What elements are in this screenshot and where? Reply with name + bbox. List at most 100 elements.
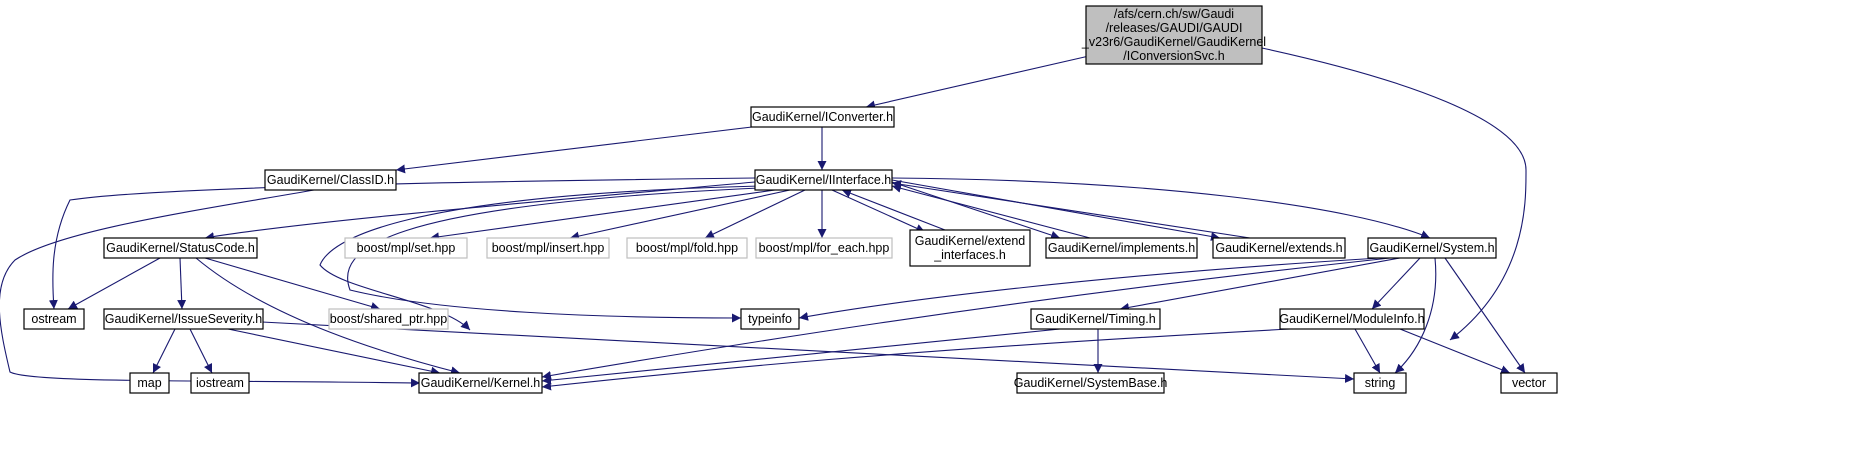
nodes-layer: /afs/cern.ch/sw/Gaudi/releases/GAUDI/GAU… bbox=[23, 5, 1558, 394]
node-label: GaudiKernel/IInterface.h bbox=[756, 173, 892, 187]
edge-iinterface-to-extends bbox=[891, 179, 1221, 241]
node-label: typeinfo bbox=[748, 312, 792, 326]
node-label: GaudiKernel/System.h bbox=[1369, 241, 1494, 255]
edge-extend_interfaces-to-iinterface bbox=[841, 189, 946, 231]
edge-statuscode-to-issueseverity bbox=[177, 257, 187, 310]
edge-system-to-timing bbox=[1119, 257, 1401, 312]
node-label: GaudiKernel/ModuleInfo.h bbox=[1279, 312, 1424, 326]
edge-system-to-moduleinfo bbox=[1371, 257, 1421, 310]
edges-layer bbox=[0, 47, 1527, 391]
edge-iinterface-to-extend_interfaces bbox=[831, 189, 926, 233]
node-box bbox=[755, 237, 893, 259]
edge-iinterface-to-mpl_set bbox=[429, 189, 776, 242]
node-box bbox=[1085, 5, 1263, 65]
node-box bbox=[1279, 308, 1425, 330]
node-box bbox=[486, 237, 610, 259]
node-map[interactable]: map bbox=[129, 372, 170, 394]
node-label: _v23r6/GaudiKernel/GaudiKernel bbox=[1081, 35, 1266, 49]
edge-root-to-string bbox=[1261, 47, 1527, 341]
edge-issueseverity-to-map bbox=[152, 328, 176, 374]
edge-issueseverity-to-iostream bbox=[189, 328, 213, 374]
edge-moduleinfo-to-string bbox=[1354, 328, 1381, 374]
node-box bbox=[23, 308, 85, 330]
node-box bbox=[1353, 372, 1407, 394]
node-box bbox=[626, 237, 748, 259]
node-mpl_set[interactable]: boost/mpl/set.hpp bbox=[344, 237, 468, 259]
node-box bbox=[1016, 372, 1165, 394]
node-extends[interactable]: GaudiKernel/extends.h bbox=[1212, 237, 1346, 259]
node-label: vector bbox=[1512, 376, 1546, 390]
node-label: /IConversionSvc.h bbox=[1123, 49, 1224, 63]
node-systembase[interactable]: GaudiKernel/SystemBase.h bbox=[1014, 372, 1168, 394]
node-mpl_fold[interactable]: boost/mpl/fold.hpp bbox=[626, 237, 748, 259]
node-box bbox=[1212, 237, 1346, 259]
edge-iinterface-to-typeinfo bbox=[347, 187, 761, 323]
node-iostream[interactable]: iostream bbox=[190, 372, 250, 394]
node-label: GaudiKernel/extend bbox=[915, 234, 1026, 248]
node-extend_interfaces[interactable]: GaudiKernel/extend_interfaces.h bbox=[909, 229, 1031, 267]
edge-issueseverity-to-string bbox=[261, 321, 1355, 384]
node-moduleinfo[interactable]: GaudiKernel/ModuleInfo.h bbox=[1279, 308, 1425, 330]
node-root[interactable]: /afs/cern.ch/sw/Gaudi/releases/GAUDI/GAU… bbox=[1081, 5, 1266, 65]
node-box bbox=[103, 308, 264, 330]
node-shared_ptr[interactable]: boost/shared_ptr.hpp bbox=[328, 308, 449, 330]
node-typeinfo[interactable]: typeinfo bbox=[740, 308, 800, 330]
node-timing[interactable]: GaudiKernel/Timing.h bbox=[1030, 308, 1161, 330]
node-iinterface[interactable]: GaudiKernel/IInterface.h bbox=[754, 169, 893, 191]
node-string[interactable]: string bbox=[1353, 372, 1407, 394]
node-label: GaudiKernel/IConverter.h bbox=[752, 110, 893, 124]
edge-iinterface-to-ostream bbox=[48, 177, 756, 310]
node-label: /releases/GAUDI/GAUDI bbox=[1106, 21, 1243, 35]
node-issueseverity[interactable]: GaudiKernel/IssueSeverity.h bbox=[103, 308, 264, 330]
edge-system-to-string bbox=[1394, 257, 1437, 374]
node-label: GaudiKernel/IssueSeverity.h bbox=[105, 312, 263, 326]
node-iconverter[interactable]: GaudiKernel/IConverter.h bbox=[750, 106, 895, 128]
node-system[interactable]: GaudiKernel/System.h bbox=[1367, 237, 1497, 259]
edge-timing-to-kernel bbox=[541, 328, 1061, 385]
edge-moduleinfo-to-kernel bbox=[541, 328, 1291, 391]
node-vector[interactable]: vector bbox=[1500, 372, 1558, 394]
edge-statuscode-to-shared_ptr bbox=[204, 257, 381, 311]
node-label: boost/mpl/for_each.hpp bbox=[759, 241, 890, 255]
edge-statuscode-to-ostream bbox=[67, 257, 161, 310]
node-box bbox=[750, 106, 895, 128]
edge-moduleinfo-to-vector bbox=[1399, 328, 1511, 374]
edge-iinterface-to-statuscode bbox=[204, 181, 756, 241]
edge-implements-to-iinterface bbox=[891, 183, 1091, 239]
node-mpl_insert[interactable]: boost/mpl/insert.hpp bbox=[486, 237, 610, 259]
node-box bbox=[418, 372, 543, 394]
node-mpl_foreach[interactable]: boost/mpl/for_each.hpp bbox=[755, 237, 893, 259]
node-statuscode[interactable]: GaudiKernel/StatusCode.h bbox=[103, 237, 258, 259]
node-label: GaudiKernel/implements.h bbox=[1048, 241, 1195, 255]
node-label: GaudiKernel/Kernel.h bbox=[421, 376, 541, 390]
node-label: string bbox=[1365, 376, 1396, 390]
edge-issueseverity-to-kernel bbox=[227, 328, 441, 376]
node-label: GaudiKernel/ClassID.h bbox=[267, 173, 394, 187]
node-box bbox=[1500, 372, 1558, 394]
edge-system-to-vector bbox=[1444, 257, 1526, 374]
edge-iinterface-to-system bbox=[891, 177, 1431, 239]
node-classid[interactable]: GaudiKernel/ClassID.h bbox=[264, 169, 397, 191]
node-box bbox=[909, 229, 1031, 267]
edge-extends-to-iinterface bbox=[891, 179, 1251, 239]
node-label: boost/mpl/set.hpp bbox=[357, 241, 456, 255]
edge-root-to-iconverter bbox=[865, 55, 1090, 110]
node-label: boost/shared_ptr.hpp bbox=[330, 312, 447, 326]
node-label: /afs/cern.ch/sw/Gaudi bbox=[1114, 7, 1234, 21]
node-ostream[interactable]: ostream bbox=[23, 308, 85, 330]
node-box bbox=[129, 372, 170, 394]
edge-system-to-kernel bbox=[541, 257, 1391, 380]
node-box bbox=[264, 169, 397, 191]
edge-classid-to-kernel bbox=[0, 189, 421, 388]
node-box bbox=[1367, 237, 1497, 259]
node-label: GaudiKernel/SystemBase.h bbox=[1014, 376, 1168, 390]
node-box bbox=[1045, 237, 1198, 259]
node-box bbox=[190, 372, 250, 394]
edge-iinterface-to-mpl_insert bbox=[569, 189, 791, 241]
edge-iconverter-to-classid bbox=[395, 126, 753, 174]
edge-iinterface-to-implements bbox=[891, 181, 1061, 240]
edge-iinterface-to-mpl_fold bbox=[704, 189, 806, 239]
node-implements[interactable]: GaudiKernel/implements.h bbox=[1045, 237, 1198, 259]
node-kernel[interactable]: GaudiKernel/Kernel.h bbox=[418, 372, 543, 394]
